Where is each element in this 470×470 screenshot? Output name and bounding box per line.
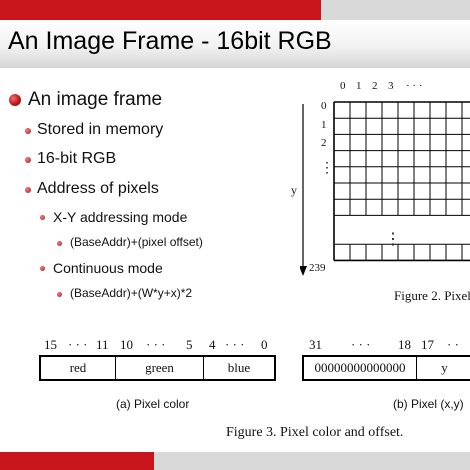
- field-green: green: [115, 357, 203, 379]
- bottom-accent-bar: [0, 452, 154, 470]
- pixel-color-caption: (a) Pixel color: [116, 397, 190, 411]
- grid-col-label: 0: [340, 80, 346, 92]
- bit-label: 31: [309, 337, 322, 352]
- bullet-dot-icon: [25, 187, 31, 193]
- bullet-image-frame: An image frame: [28, 89, 163, 110]
- bullet-dot-icon: [40, 215, 45, 220]
- top-accent-bar: [0, 0, 321, 20]
- slide-title: An Image Frame - 16bit RGB: [8, 27, 332, 55]
- pixel-grid: [300, 101, 470, 276]
- grid-col-label: 2: [372, 80, 378, 92]
- bullet-xy-addressing: X-Y addressing mode: [53, 209, 188, 225]
- bottom-gray-bar: [154, 452, 470, 470]
- grid-row-label: 0: [321, 100, 327, 112]
- bullet-dot-icon: [40, 266, 45, 271]
- bullet-address-of-pixels: Address of pixels: [37, 180, 159, 197]
- bit-label: · · ·: [146, 337, 166, 352]
- bit-label: · · ·: [225, 337, 245, 352]
- grid-y-axis-label: y: [291, 183, 297, 197]
- grid-inner-dots: ⋮: [385, 231, 401, 248]
- bullet-dot-icon: [25, 128, 31, 134]
- bit-label: · · ·: [68, 337, 88, 352]
- bit-label: · ·: [447, 337, 459, 352]
- field-red: red: [69, 360, 87, 375]
- field-zero-bits: 00000000000000: [314, 360, 406, 375]
- bit-label: 18: [398, 337, 411, 352]
- grid-row-label: ⋮: [320, 161, 334, 176]
- bit-label: 17: [421, 337, 434, 352]
- figure2-caption: Figure 2. Pixel: [394, 288, 470, 303]
- bullet-continuous-formula: (BaseAddr)+(W*y+x)*2: [70, 286, 193, 300]
- bit-label: 0: [261, 337, 268, 352]
- bullet-dot-icon: [9, 94, 21, 106]
- grid-last-row-label: 239: [309, 262, 326, 274]
- grid-row-label: 1: [321, 119, 327, 131]
- bit-label: 15: [44, 337, 57, 352]
- bullet-stored-in-memory: Stored in memory: [37, 121, 164, 138]
- field-blue: blue: [203, 357, 274, 379]
- grid-col-label: 3: [388, 80, 394, 92]
- figure3-caption: Figure 3. Pixel color and offset.: [226, 425, 404, 440]
- field-y: y: [416, 357, 470, 379]
- top-gray-bar: [321, 0, 470, 20]
- bit-label: 10: [120, 337, 133, 352]
- title-band: [0, 20, 470, 68]
- pixel-color-fields: red green blue: [39, 355, 276, 381]
- bit-label: 11: [96, 337, 109, 352]
- bit-label: 4: [209, 337, 216, 352]
- grid-row-label: 2: [321, 137, 327, 149]
- bit-label: 5: [186, 337, 193, 352]
- grid-col-label: 1: [356, 80, 362, 92]
- bullet-continuous-mode: Continuous mode: [53, 260, 163, 276]
- bullet-dot-icon: [57, 292, 62, 297]
- pixel-offset-fields: 00000000000000 y: [302, 355, 470, 381]
- bullet-dot-icon: [57, 241, 62, 246]
- bullet-16bit-rgb: 16-bit RGB: [37, 150, 117, 167]
- bullet-xy-formula: (BaseAddr)+(pixel offset): [70, 235, 203, 249]
- pixel-offset-caption: (b) Pixel (x,y): [393, 397, 464, 411]
- bit-label: · · ·: [351, 337, 371, 352]
- bullet-dot-icon: [25, 157, 31, 163]
- grid-col-label: · · ·: [406, 80, 423, 92]
